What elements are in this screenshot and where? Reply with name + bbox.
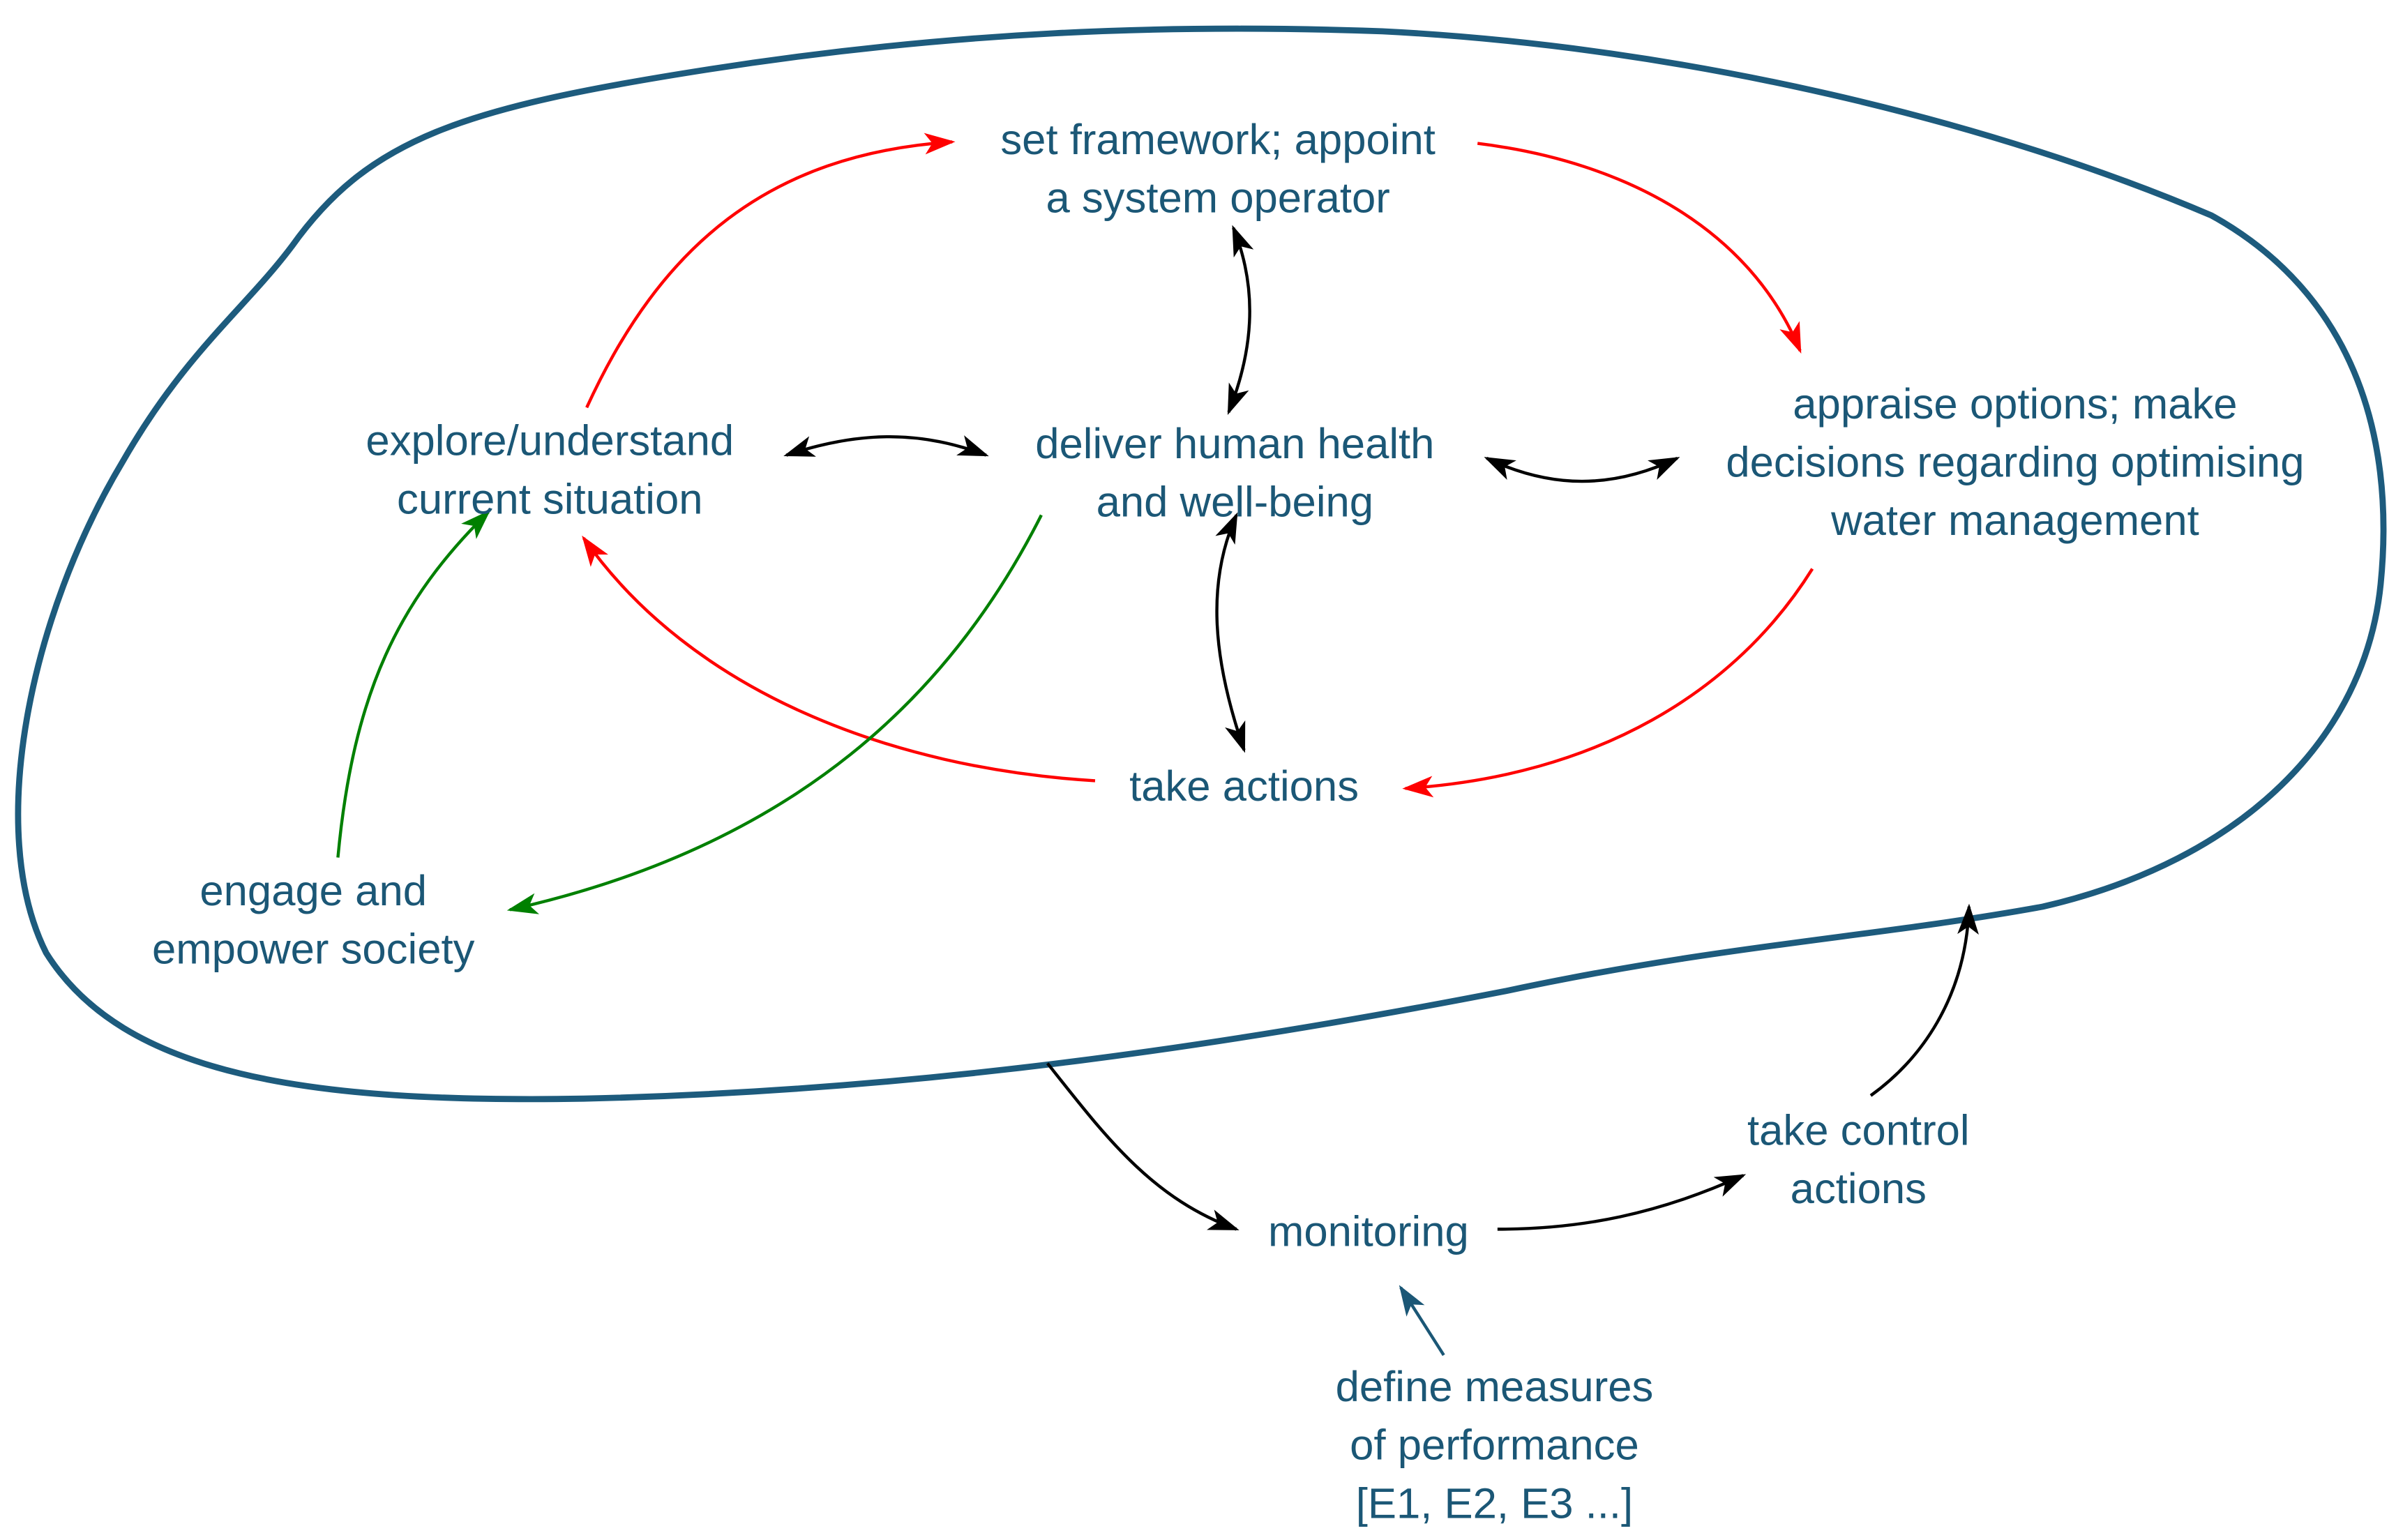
node-appraise: appraise options; make decisions regardi… [1726,380,2304,545]
arrow-appraise-to-actions [1402,568,1814,798]
node-explore: explore/understand current situation [366,417,734,524]
node-label: set framework; appoint [1000,116,1436,164]
arrow-explore-deliver [783,435,989,457]
node-label: a system operator [1046,174,1389,222]
arrow-framework-deliver [1227,225,1254,416]
arrow-actions-to-explore [582,535,1096,783]
node-define-measures: define measures of performance [E1, E2, … [1336,1363,1654,1527]
system-boundary [15,25,2387,1103]
arrow-explore-to-framework [585,133,956,409]
node-label: actions [1791,1165,1927,1213]
arrow-deliver-to-engage [506,514,1043,914]
node-label: and well-being [1097,478,1374,527]
node-engage: engage and empower society [152,867,475,974]
arrow-deliver-appraise [1484,457,1680,483]
arrow-monitoring-to-control [1497,1174,1747,1231]
node-label: deliver human health [1035,420,1434,468]
arrow-measures-to-monitoring [1399,1285,1445,1357]
node-take-control: take control actions [1747,1106,1970,1213]
arrow-deliver-actions [1215,512,1246,753]
node-set-framework: set framework; appoint a system operator [1000,116,1436,222]
node-label: explore/understand [366,417,734,465]
node-label: engage and [199,867,427,915]
node-label: decisions regarding optimising [1726,438,2304,486]
arrow-boundary-to-monitoring [1046,1062,1240,1231]
node-label: define measures [1336,1363,1654,1411]
node-label: empower society [152,925,475,973]
node-take-actions: take actions [1129,762,1359,810]
arrow-framework-to-appraise [1477,142,1802,354]
node-deliver: deliver human health and well-being [1035,420,1434,527]
node-monitoring: monitoring [1268,1208,1469,1256]
node-label: of performance [1350,1421,1639,1470]
node-label: appraise options; make [1793,380,2237,428]
node-label: take control [1747,1106,1970,1154]
arrow-control-to-boundary [1869,903,1979,1097]
node-label: [E1, E2, E3 ...] [1356,1479,1633,1527]
node-label: current situation [397,475,703,523]
node-label: monitoring [1268,1208,1469,1256]
node-label: water management [1830,497,2199,545]
arrow-engage-to-explore [336,509,491,858]
node-label: take actions [1129,762,1359,810]
